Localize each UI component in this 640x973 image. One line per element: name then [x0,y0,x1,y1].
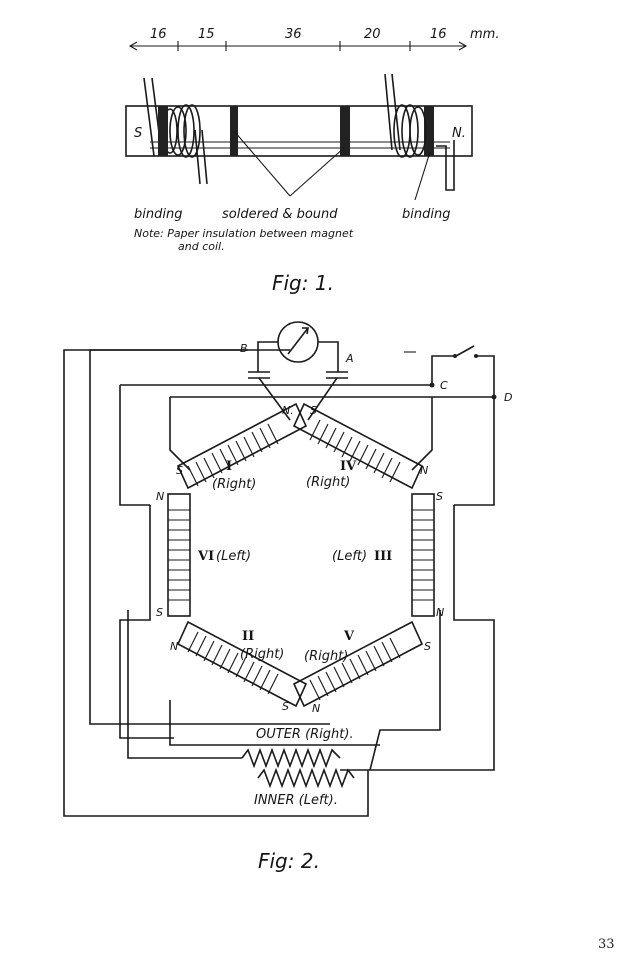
magnet-ii-numeral: II [242,629,254,644]
pole-iv-bottom: N [420,464,428,477]
fig1-end-left: S [134,126,142,141]
fig1-left-lead [143,77,208,185]
coil-outer-label: OUTER (Right). [256,727,354,742]
magnet-vi-side: (Left) [216,549,251,564]
fig1-binding-left-label: binding [134,207,182,222]
magnet-i [176,402,308,490]
magnet-iv-numeral: IV [340,459,357,474]
fig1-right-coil [384,73,455,191]
dim-36: 36 [285,27,302,42]
pole-iii-bottom: N [436,606,444,619]
dim-unit: mm. [470,27,499,42]
inner-coil-resistor [257,767,355,789]
magnet-v-numeral: V [343,629,355,644]
pole-iv-top: S [310,404,317,417]
fig1-soldered-label: soldered & bound [222,207,338,222]
page-number: 33 [598,937,615,952]
magnet-i-numeral: I [226,459,232,474]
terminal-c: C [440,379,448,392]
dim-16-right: 16 [430,27,447,42]
galvanometer-icon [257,321,339,372]
dim-20: 20 [364,27,381,42]
fig1-note-line1: Note: Paper insulation between magnet [134,227,354,240]
circuit-wires [63,349,495,817]
magnet-iii-side: (Left) [332,549,367,564]
magnet-iv [292,402,424,490]
fig1-left-coil [162,104,201,158]
pole-i-bottom: S [176,464,183,477]
fig1-dimension-line [128,41,468,51]
magnet-iii-numeral: III [374,549,392,564]
fig2-caption: Fig: 2. [258,849,320,873]
magnet-iv-side: (Right) [306,475,350,490]
pole-vi-bottom: S [156,606,163,619]
fig1-binding-right-label: binding [402,207,450,222]
capacitor-plates [248,371,348,421]
terminal-b: B [240,342,248,355]
fig1-end-right: N. [452,126,466,141]
pole-iii-top: S [436,490,443,503]
terminal-a: A [345,352,354,365]
magnet-vi [167,493,191,617]
pole-ii-top: N [170,640,178,653]
fig1-note-line2: and coil. [178,240,225,253]
dim-15: 15 [198,27,215,42]
pole-vi-top: N [156,490,164,503]
magnet-v-side: (Right) [304,649,348,664]
magnet-ii-side: (Right) [240,647,284,662]
magnet-vi-numeral: VI [197,549,214,564]
magnet-ii [176,620,308,708]
magnet-i-side: (Right) [212,477,256,492]
fig1-pointer-lines [233,130,431,201]
dim-16-left: 16 [150,27,167,42]
outer-coil-resistor [241,747,341,769]
switch-icon [404,345,495,397]
magnet-iii [411,493,435,617]
terminal-d: D [504,391,512,404]
magnet-v [292,620,424,708]
fig1-caption: Fig: 1. [272,271,334,295]
pole-ii-bottom: S [282,700,289,713]
pole-i-top: N. [282,404,294,417]
pole-v-bottom: N [312,702,320,715]
coil-inner-label: INNER (Left). [254,793,338,808]
pole-v-top: S [424,640,431,653]
